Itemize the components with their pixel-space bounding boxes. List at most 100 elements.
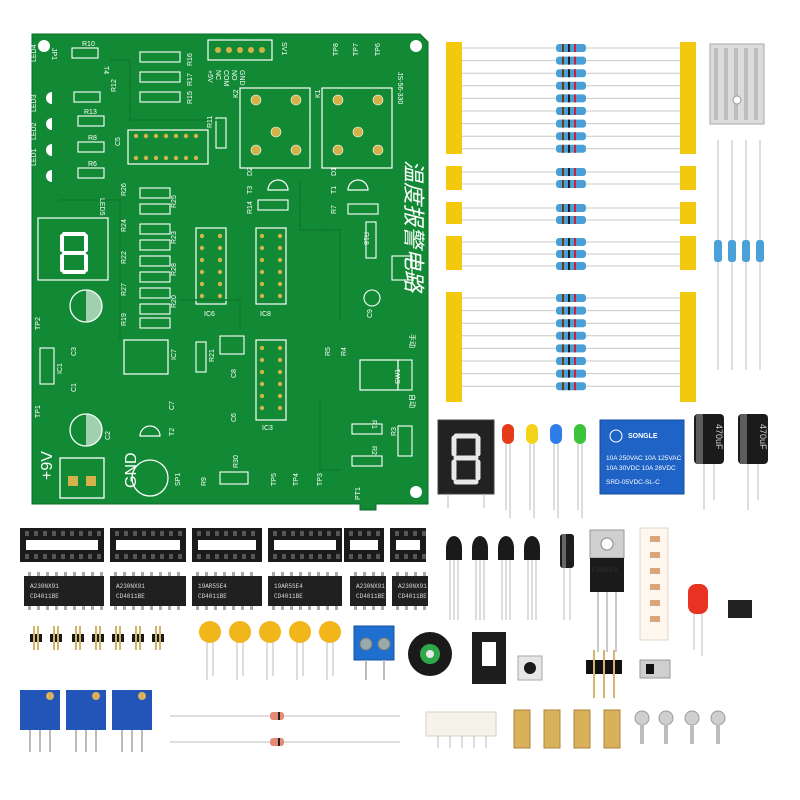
svg-text:R25: R25 (171, 195, 178, 208)
ceramic-capacitor (229, 621, 251, 680)
buzzer (408, 632, 452, 676)
svg-text:T3: T3 (247, 186, 254, 194)
ic-socket (192, 528, 262, 562)
svg-text:L7805CV: L7805CV (592, 567, 618, 574)
ic-marking: CD4011BE (198, 593, 227, 600)
sig-label: NC (214, 70, 221, 80)
header-2pin (92, 626, 104, 650)
svg-text:TP4: TP4 (293, 473, 300, 486)
svg-text:C9: C9 (367, 309, 374, 318)
heatsink (709, 43, 765, 125)
terminal-block (353, 625, 395, 680)
svg-text:R24: R24 (121, 219, 128, 232)
board-title: 温度报警电路 (400, 160, 425, 294)
transistor (498, 536, 514, 620)
svg-text:TP7: TP7 (353, 43, 360, 56)
led (502, 424, 514, 518)
ceramic-capacitor (259, 621, 281, 680)
refdes-left: JP1 R10 T4 LED4 LED3 LED2 LED1 R12 R13 R… (31, 41, 215, 512)
svg-text:470uF: 470uF (714, 424, 724, 450)
svg-text:TP3: TP3 (317, 473, 324, 486)
svg-text:R3: R3 (391, 427, 398, 436)
svg-text:SW1: SW1 (395, 369, 402, 384)
svg-text:R8: R8 (88, 135, 97, 142)
trimmer-potentiometer (20, 690, 60, 752)
svg-text:LED4: LED4 (31, 44, 38, 62)
relay-rating-1: 10A 250VAC 10A 125VAC (606, 455, 682, 462)
tactile-button (517, 655, 543, 681)
relay-footprint-k1 (321, 87, 393, 169)
pin-header-3 (586, 650, 622, 698)
diodes (170, 712, 400, 746)
svg-text:D1: D1 (331, 167, 338, 176)
svg-text:R2: R2 (370, 446, 377, 455)
svg-text:R7: R7 (331, 205, 338, 214)
header-2pin (50, 626, 62, 650)
refdes-center: R16 R17 R15 R11 SV1 K2 K1 D2 D1 T3 T1 R1… (169, 42, 421, 500)
svg-text:R16: R16 (187, 53, 194, 66)
ic-socket (390, 528, 426, 562)
trimmer-potentiometer (66, 690, 106, 752)
mini-switch (639, 659, 671, 679)
svg-text:470uF: 470uF (758, 424, 768, 450)
resistor (462, 216, 680, 224)
white-connector (425, 711, 497, 748)
ceramic-capacitors (199, 621, 341, 680)
relay-brand: SONGLE (628, 433, 658, 440)
slide-switch (472, 632, 506, 684)
ic-socket (344, 528, 384, 562)
resistor-strip (446, 42, 696, 402)
svg-text:TP8: TP8 (333, 43, 340, 56)
header-2pin (132, 626, 144, 650)
svg-text:K1: K1 (315, 89, 322, 98)
brass-standoffs (513, 709, 621, 749)
mount-hole (410, 486, 422, 498)
mount-hole (410, 40, 422, 52)
svg-text:C3: C3 (71, 347, 78, 356)
svg-text:R6: R6 (88, 161, 97, 168)
resistor (462, 357, 680, 365)
svg-text:R22: R22 (121, 251, 128, 264)
resistor (462, 204, 680, 212)
svg-text:JP1: JP1 (50, 48, 57, 60)
resistor (462, 319, 680, 328)
dip-ics: A230NX91CD4011BEA230NX91CD4011BE19AR5SE4… (24, 572, 428, 610)
sig-label: COM (222, 70, 229, 87)
resistor (462, 168, 680, 176)
resistor-footprints (71, 47, 383, 467)
svg-text:TP6: TP6 (375, 43, 382, 56)
svg-text:R4: R4 (341, 347, 348, 356)
ceramic-capacitor (289, 621, 311, 680)
svg-text:R11: R11 (207, 116, 214, 128)
resistor (462, 144, 680, 153)
resistor (462, 250, 680, 258)
svg-text:SV1: SV1 (280, 42, 287, 55)
svg-text:K2: K2 (233, 89, 240, 98)
trimmer-potentiometer (112, 690, 152, 752)
header-2pin (72, 626, 84, 650)
transistor (446, 536, 462, 620)
svg-text:R27: R27 (121, 283, 128, 296)
svg-text:D2: D2 (247, 167, 254, 176)
resistor (462, 69, 680, 78)
connector-sv1 (207, 39, 273, 61)
ic-marking: CD4011BE (30, 593, 59, 600)
svg-text:R1: R1 (370, 420, 377, 429)
resistor (462, 369, 680, 378)
transistor (524, 536, 540, 620)
sig-label: NO (230, 70, 237, 81)
svg-text:C7: C7 (169, 401, 176, 410)
svg-text:R13: R13 (84, 109, 97, 116)
ic-marking: CD4011BE (116, 593, 145, 600)
manual-label: 手动 (408, 334, 417, 348)
resistor (462, 382, 680, 391)
resistor (462, 94, 680, 103)
resistor (462, 132, 680, 141)
relay: SONGLE 10A 250VAC 10A 125VAC 10A 30VDC 1… (599, 419, 685, 495)
svg-text:S1: S1 (414, 262, 421, 271)
